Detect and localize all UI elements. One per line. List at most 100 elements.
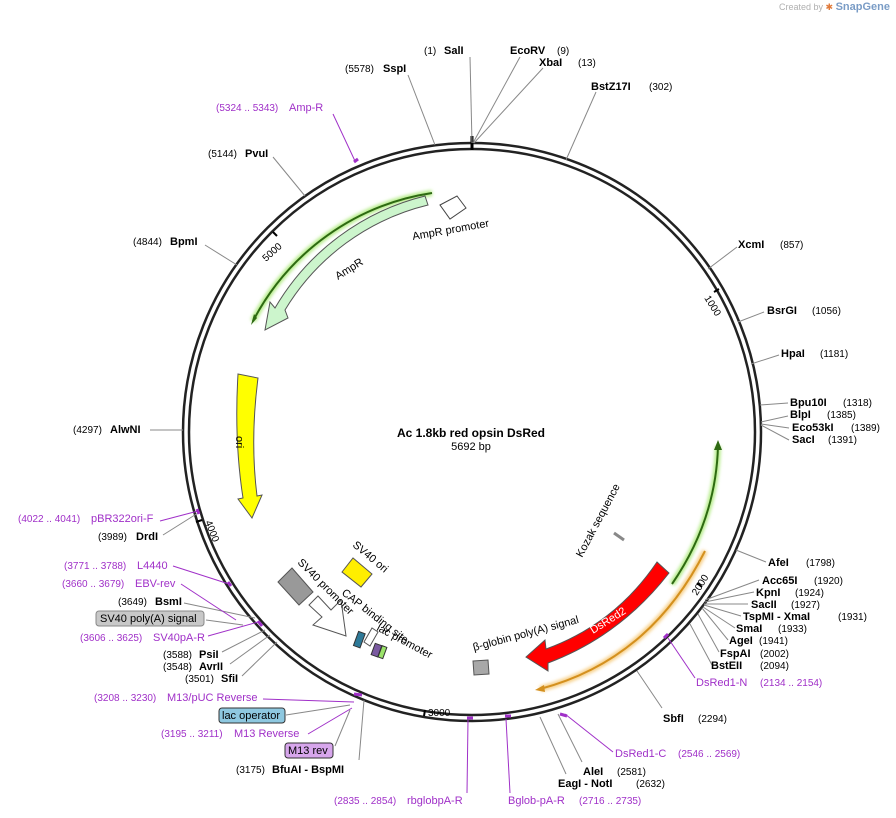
site-name-eco53ki[interactable]: Eco53kI xyxy=(792,422,834,434)
site-pos-alwni: (4297) xyxy=(73,425,102,436)
site-name-avrii[interactable]: AvrII xyxy=(199,661,223,673)
primer-range-pbr322ori-f: (4022 .. 4041) xyxy=(18,514,80,525)
site-name-bpmi[interactable]: BpmI xyxy=(170,236,198,248)
leader-dsred1-c xyxy=(564,713,614,753)
site-name-eagi-noti[interactable]: EagI - NotI xyxy=(558,778,612,790)
feature-box-sv40-promoter[interactable] xyxy=(277,567,314,606)
site-name-drdi[interactable]: DrdI xyxy=(136,531,158,543)
site-name-sbfi[interactable]: SbfI xyxy=(663,713,684,725)
site-pos-eco53ki: (1389) xyxy=(851,423,880,434)
primer-name-m13-reverse[interactable]: M13 Reverse xyxy=(234,728,299,740)
leader-bsrgi xyxy=(737,311,765,323)
site-name-acc65i[interactable]: Acc65I xyxy=(762,575,797,587)
tick-mark-3000 xyxy=(423,709,426,717)
site-name-pvui[interactable]: PvuI xyxy=(245,148,268,160)
leader-lac-operator xyxy=(285,704,351,716)
site-name-kpni[interactable]: KpnI xyxy=(756,587,780,599)
leader-bstz17i xyxy=(565,91,597,161)
site-pos-ecorv: (9) xyxy=(557,46,569,57)
site-name-xbai[interactable]: XbaI xyxy=(539,57,562,69)
site-pos-bsrgi: (1056) xyxy=(812,306,841,317)
site-pos-blpi: (1385) xyxy=(827,410,856,421)
site-name-tspmi-xmai[interactable]: TspMI - XmaI xyxy=(743,611,810,623)
site-name-bsteii[interactable]: BstEII xyxy=(711,660,742,672)
leader-m13-reverse xyxy=(307,707,353,735)
primer-mark-l4440 xyxy=(226,581,233,587)
primer-range-m13-puc-reverse: (3208 .. 3230) xyxy=(94,693,156,704)
site-name-bsmi[interactable]: BsmI xyxy=(155,596,182,608)
feature-box-cap-binding-site[interactable] xyxy=(352,630,366,649)
site-pos-afei: (1798) xyxy=(806,558,835,569)
leader-dsred1-n xyxy=(667,637,696,679)
site-name-xcmi[interactable]: XcmI xyxy=(738,239,764,251)
feature-arrow-ori[interactable] xyxy=(236,373,263,519)
snapgene-watermark: Created by ✱ SnapGene xyxy=(779,1,890,13)
leader-agei xyxy=(701,607,729,641)
feature-box-beta-globin-polya[interactable] xyxy=(472,659,490,676)
snapgene-logo-icon: ✱ xyxy=(825,2,834,12)
site-name-afei[interactable]: AfeI xyxy=(768,557,789,569)
primer-name-dsred1-c[interactable]: DsRed1-C xyxy=(615,748,666,760)
feature-box-m13-rev[interactable] xyxy=(377,645,388,660)
leader-sfii xyxy=(241,641,278,677)
site-name-fspai[interactable]: FspAI xyxy=(720,648,751,660)
feature-arrow-ampr[interactable] xyxy=(264,195,429,331)
site-name-smai[interactable]: SmaI xyxy=(736,623,762,635)
primer-range-rbglobpa-r: (2835 .. 2854) xyxy=(334,796,396,807)
leader-bpmi xyxy=(204,244,238,266)
site-name-sfii[interactable]: SfiI xyxy=(221,673,238,685)
site-name-agei[interactable]: AgeI xyxy=(729,635,753,647)
site-pos-sacii: (1927) xyxy=(791,600,820,611)
feature-arrow-dsred2[interactable] xyxy=(525,561,670,672)
boxed-lac-operator[interactable] xyxy=(218,707,286,724)
primer-name-sv40pa-r[interactable]: SV40pA-R xyxy=(153,632,205,644)
primer-name-dsred1-n[interactable]: DsRed1-N xyxy=(696,677,747,689)
primer-range-amp-r: (5324 .. 5343) xyxy=(216,103,278,114)
primer-name-m13-puc-reverse[interactable]: M13/pUC Reverse xyxy=(167,692,257,704)
site-name-sacii[interactable]: SacII xyxy=(751,599,777,611)
site-name-bstz17i[interactable]: BstZ17I xyxy=(591,81,631,93)
feature-arrow-sv40-promoter[interactable] xyxy=(308,595,347,637)
dsred1-n-primer-arc xyxy=(671,445,719,585)
primer-range-dsred1-n: (2134 .. 2154) xyxy=(760,678,822,689)
site-name-bsrgi[interactable]: BsrGI xyxy=(767,305,797,317)
boxed-labels: SV40 poly(A) signal lac operator M13 rev xyxy=(95,610,351,759)
leader-sali xyxy=(469,56,473,144)
primer-name-rbglobpa-r[interactable]: rbglobpA-R xyxy=(407,795,463,807)
site-name-ecorv[interactable]: EcoRV xyxy=(510,45,546,57)
site-name-blpi[interactable]: BlpI xyxy=(790,409,811,421)
site-name-hpai[interactable]: HpaI xyxy=(781,348,805,360)
site-name-bfuai-bspmi[interactable]: BfuAI - BspMI xyxy=(272,764,344,776)
amp-r-primer-arrowhead xyxy=(251,314,257,325)
site-name-alei[interactable]: AleI xyxy=(583,766,603,778)
feature-kozak-sequence[interactable] xyxy=(613,531,625,542)
site-name-sspi[interactable]: SspI xyxy=(383,63,406,75)
leader-pbr322ori-f xyxy=(159,510,199,522)
tick-mark-2000 xyxy=(696,582,703,588)
site-name-bpu10i[interactable]: Bpu10I xyxy=(790,397,827,409)
primer-name-pbr322ori-f[interactable]: pBR322ori-F xyxy=(91,513,154,525)
dsred1-c-primer-arrowhead xyxy=(535,685,545,692)
feature-arrow-ampr-promoter[interactable] xyxy=(439,195,467,220)
feature-arrow-lac-promoter[interactable] xyxy=(363,627,379,647)
primer-name-l4440[interactable]: L4440 xyxy=(137,560,168,572)
site-name-sali[interactable]: SalI xyxy=(444,45,464,57)
site-pos-bpmi: (4844) xyxy=(133,237,162,248)
primer-mark-m13-puc-reverse xyxy=(353,692,363,697)
boxed-m13-rev[interactable] xyxy=(284,742,334,759)
primer-name-amp-r[interactable]: Amp-R xyxy=(289,102,323,114)
site-name-alwni[interactable]: AlwNI xyxy=(110,424,141,436)
dsred1-n-primer-highlight xyxy=(669,445,721,586)
primer-name-bglob-pa-r[interactable]: Bglob-pA-R xyxy=(508,795,565,807)
tick-mark-4000 xyxy=(195,519,203,523)
boxed-label-lac-operator: lac operator xyxy=(222,710,280,722)
site-name-psii[interactable]: PsiI xyxy=(199,649,219,661)
site-pos-sali: (1) xyxy=(424,46,436,57)
boxed-sv40-polya-signal[interactable] xyxy=(95,610,205,627)
site-name-saci[interactable]: SacI xyxy=(792,434,815,446)
leader-bsteii xyxy=(689,623,713,666)
dsred1-n-primer-arrowhead xyxy=(714,440,722,450)
feature-box-sv40-ori[interactable] xyxy=(341,557,373,588)
primer-name-ebv-rev[interactable]: EBV-rev xyxy=(135,578,176,590)
site-pos-sbfi: (2294) xyxy=(698,714,727,725)
